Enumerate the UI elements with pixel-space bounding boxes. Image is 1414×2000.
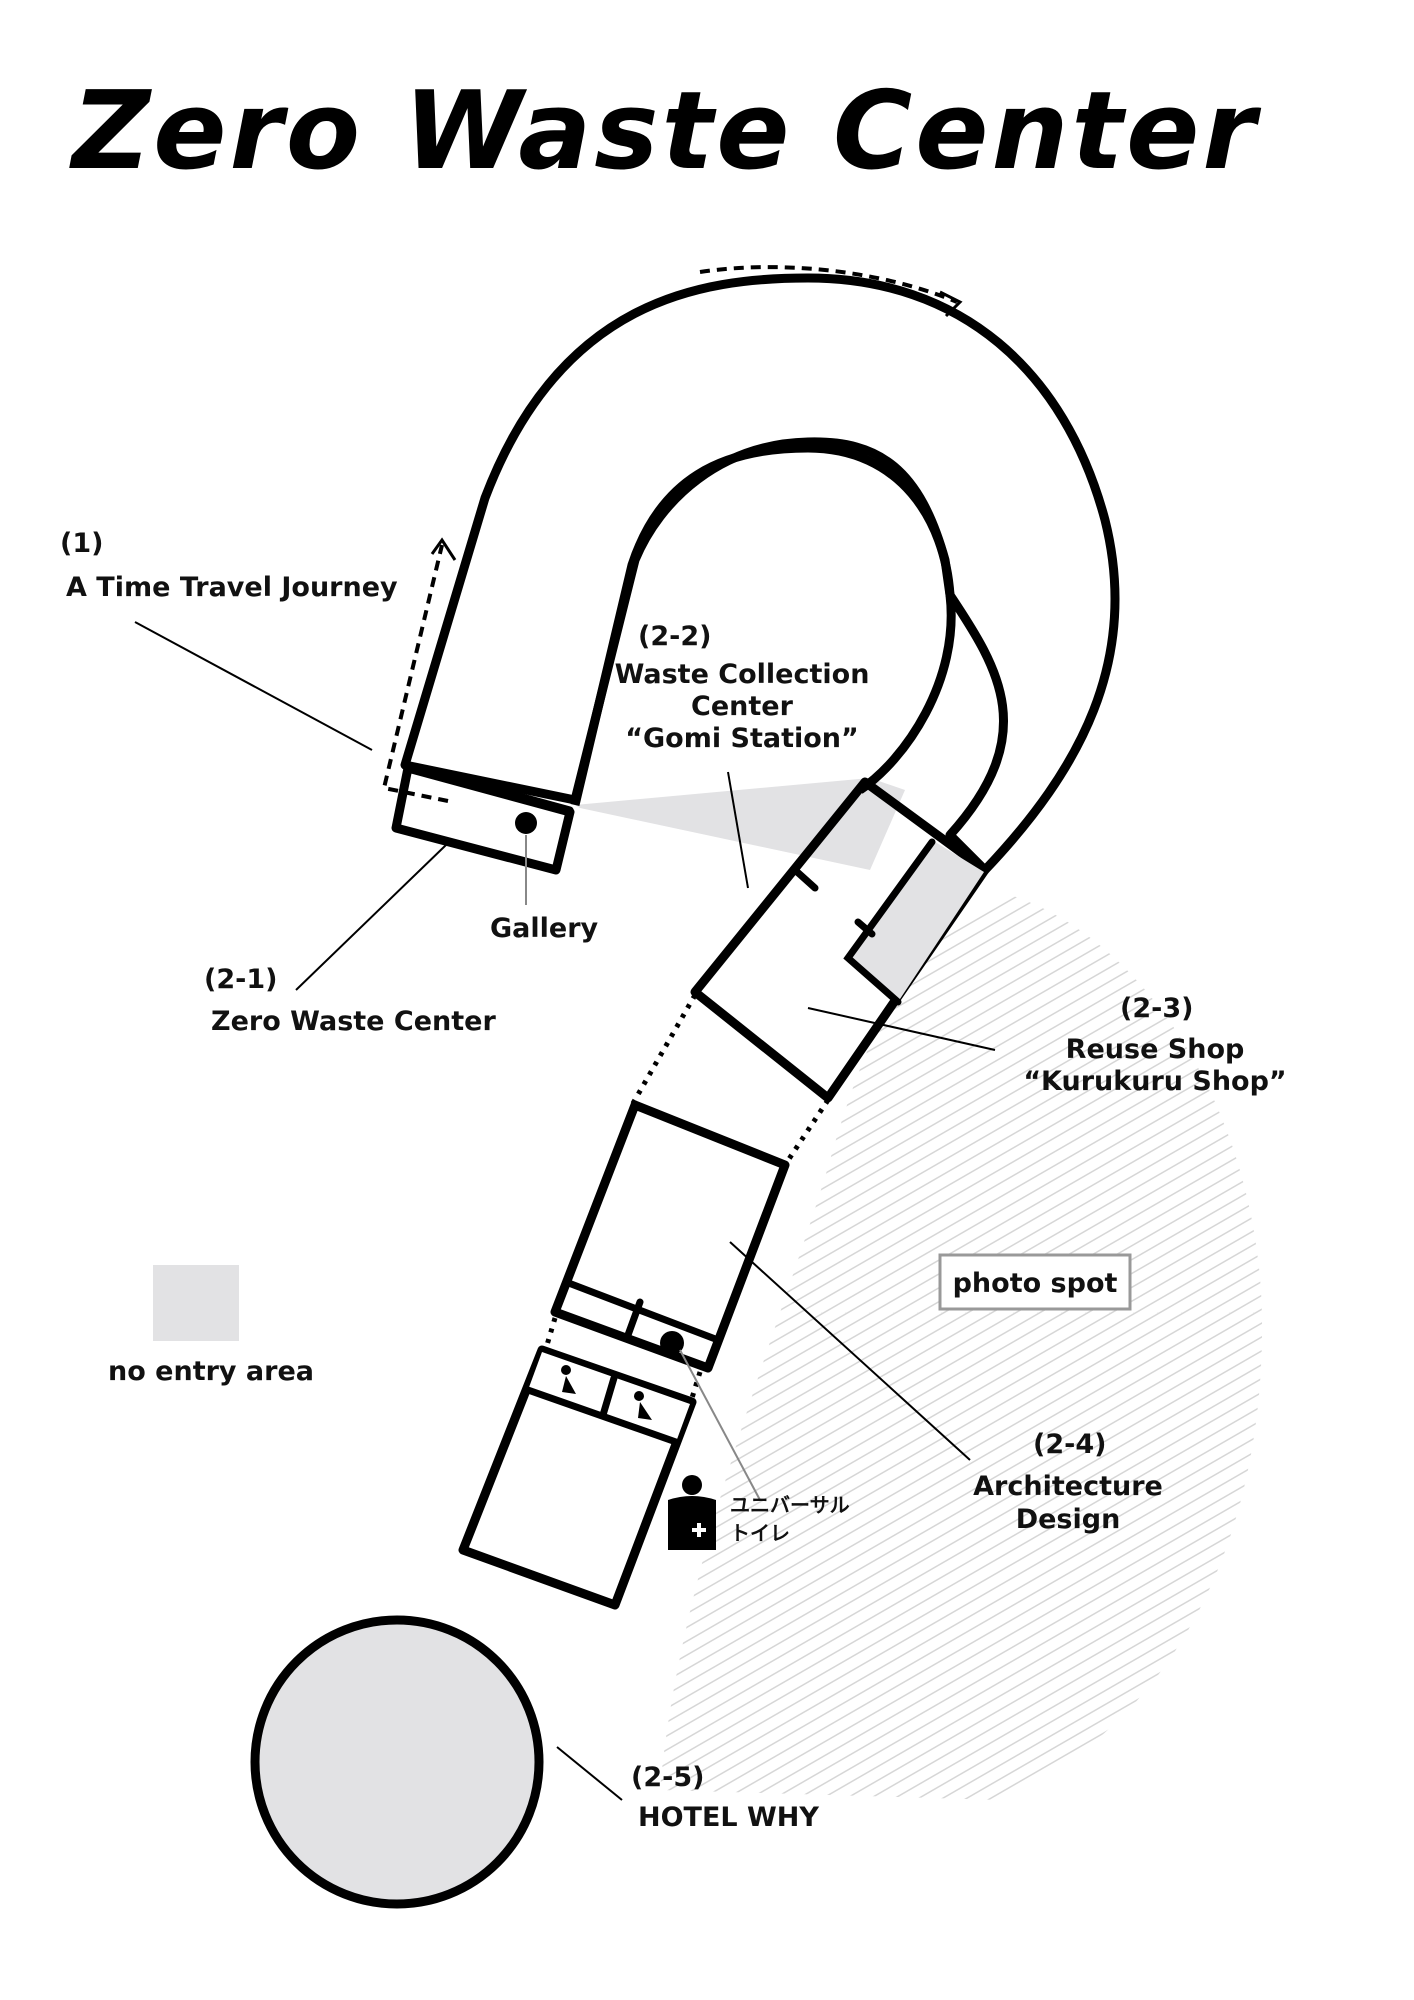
hotel-why-building <box>250 1615 544 1909</box>
hook-inner-wall <box>570 443 956 807</box>
label-time-travel-num: (1) <box>60 528 103 559</box>
tour-path-arrow-top <box>699 265 958 304</box>
tour-path-arrow-left <box>381 544 449 803</box>
gallery-dot-icon <box>515 812 537 834</box>
connector-dotted-lower-left <box>544 1317 558 1346</box>
label-reuse-line1: Reuse Shop <box>1066 1034 1245 1065</box>
restroom-strip-divider <box>599 1374 618 1419</box>
label-architecture-num: (2-4) <box>1033 1429 1106 1460</box>
photo-spot-area <box>660 895 1263 1800</box>
reuse-shop-block <box>690 777 990 1103</box>
leader-architecture <box>729 1241 971 1461</box>
label-time-travel-name: A Time Travel Journey <box>66 572 398 603</box>
reuse-shop-wall-stub-2 <box>854 918 876 938</box>
architecture-lower-wall <box>562 1278 722 1344</box>
reuse-shop-no-entry <box>848 840 984 1002</box>
leader-zero-waste <box>295 844 447 991</box>
female-restroom-icon <box>561 1365 576 1394</box>
label-gomi-line1: Waste Collection <box>615 659 870 690</box>
photo-spot-box <box>938 1253 1132 1311</box>
exhibit-dot-icon <box>660 1331 684 1355</box>
label-hotel-name: HOTEL WHY <box>638 1802 819 1833</box>
arrow-head-left-icon <box>430 537 457 561</box>
label-photo-spot: photo spot <box>953 1268 1118 1299</box>
label-gomi-line2: Center <box>691 691 794 722</box>
leader-toilet <box>679 1349 761 1501</box>
label-gallery: Gallery <box>490 913 599 944</box>
label-gomi-line3: “Gomi Station” <box>625 723 859 754</box>
no-entry-swatch <box>153 1265 239 1341</box>
building-hook <box>400 273 1120 875</box>
architecture-room-divider <box>624 1298 644 1339</box>
label-reuse-num: (2-3) <box>1120 993 1193 1024</box>
zero-waste-room-divider <box>406 762 574 814</box>
connector-dotted-left <box>629 993 698 1107</box>
leader-hotel <box>556 1746 623 1801</box>
leader-time-travel <box>134 621 373 751</box>
leader-gomi-station <box>727 771 749 889</box>
accessible-toilet-icon <box>668 1475 716 1550</box>
reuse-shop-inner-wall <box>843 838 936 1006</box>
connector-dotted-right <box>782 1098 831 1167</box>
label-hotel-num: (2-5) <box>631 1762 704 1793</box>
label-zero-waste-num: (2-1) <box>204 964 277 995</box>
label-toilet-line2: トイレ <box>730 1521 790 1545</box>
label-reuse-line2: “Kurukuru Shop” <box>1023 1066 1286 1097</box>
connector-dotted-lower-right <box>689 1371 703 1399</box>
page-title: Zero Waste Center <box>69 69 1261 194</box>
label-toilet-line1: ユニバーサル <box>730 1493 850 1517</box>
label-architecture-line2: Design <box>1016 1504 1121 1535</box>
reuse-shop-wall-stub-1 <box>791 866 819 892</box>
label-architecture-line1: Architecture <box>973 1471 1163 1502</box>
gomi-station-area <box>575 778 905 870</box>
label-no-entry: no entry area <box>108 1356 314 1387</box>
architecture-block <box>550 1100 790 1373</box>
male-restroom-icon <box>634 1391 652 1420</box>
leader-reuse-shop <box>807 1007 996 1051</box>
arrow-head-top-icon <box>939 290 963 318</box>
label-zero-waste-name: Zero Waste Center <box>211 1006 496 1037</box>
restroom-block <box>458 1345 697 1610</box>
label-gomi-num: (2-2) <box>638 621 711 652</box>
